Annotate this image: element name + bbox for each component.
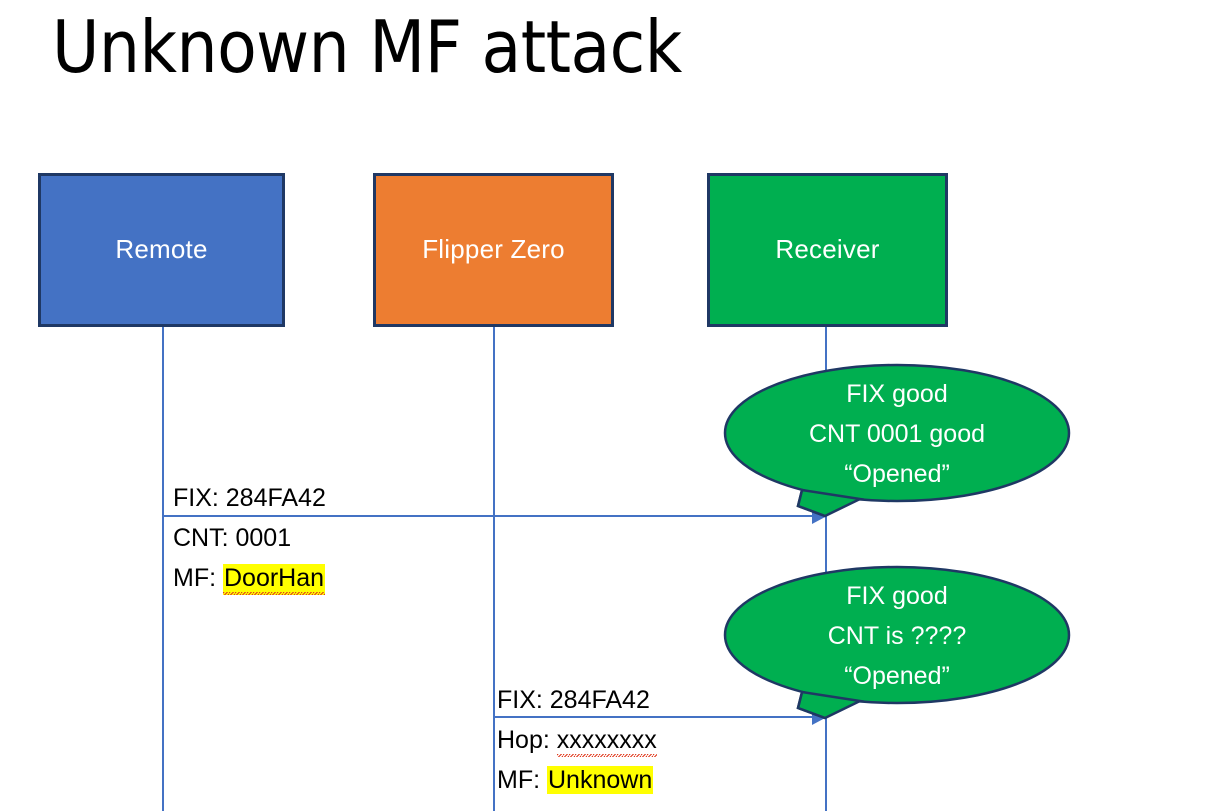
actor-box-flipper-zero[interactable]: Flipper Zero: [373, 173, 614, 327]
message-line-mf-prefix: MF:: [497, 766, 547, 794]
actor-label-flipper-zero: Flipper Zero: [422, 234, 565, 265]
message-line-mf: MF: DoorHan: [173, 558, 326, 598]
message-line-cnt: CNT: 0001: [173, 524, 292, 552]
message-label-remote-details: CNT: 0001 MF: DoorHan: [173, 518, 326, 598]
message-line-mf-value-highlighted: Unknown: [547, 766, 654, 794]
message-label-flipper-details: Hop: xxxxxxxx MF: Unknown: [497, 720, 657, 800]
message-line-mf-prefix: MF:: [173, 564, 223, 592]
message-line-hop-value: xxxxxxxx: [556, 726, 657, 757]
actor-label-remote: Remote: [115, 234, 208, 265]
callout-bubble-first-response[interactable]: FIX good CNT 0001 good “Opened”: [723, 363, 1071, 518]
message-line-hop: Hop: xxxxxxxx: [497, 720, 657, 760]
message-line-mf: MF: Unknown: [497, 760, 657, 800]
message-line-fix: FIX: 284FA42: [173, 484, 326, 512]
message-label-flipper-fix: FIX: 284FA42: [497, 680, 650, 720]
lifeline-receiver: [825, 327, 827, 811]
callout-shape: [723, 565, 1071, 720]
message-label-remote-fix: FIX: 284FA42: [173, 478, 326, 518]
actor-label-receiver: Receiver: [775, 234, 880, 265]
message-line-mf-value-highlighted: DoorHan: [223, 564, 326, 595]
message-line-fix: FIX: 284FA42: [497, 686, 650, 714]
message-line-hop-prefix: Hop:: [497, 726, 557, 754]
callout-bubble-second-response[interactable]: FIX good CNT is ???? “Opened”: [723, 565, 1071, 720]
lifeline-flipper-zero: [493, 327, 495, 811]
callout-shape: [723, 363, 1071, 518]
actor-box-receiver[interactable]: Receiver: [707, 173, 948, 327]
page-title: Unknown MF attack: [52, 5, 682, 89]
lifeline-remote: [162, 327, 164, 811]
actor-box-remote[interactable]: Remote: [38, 173, 285, 327]
